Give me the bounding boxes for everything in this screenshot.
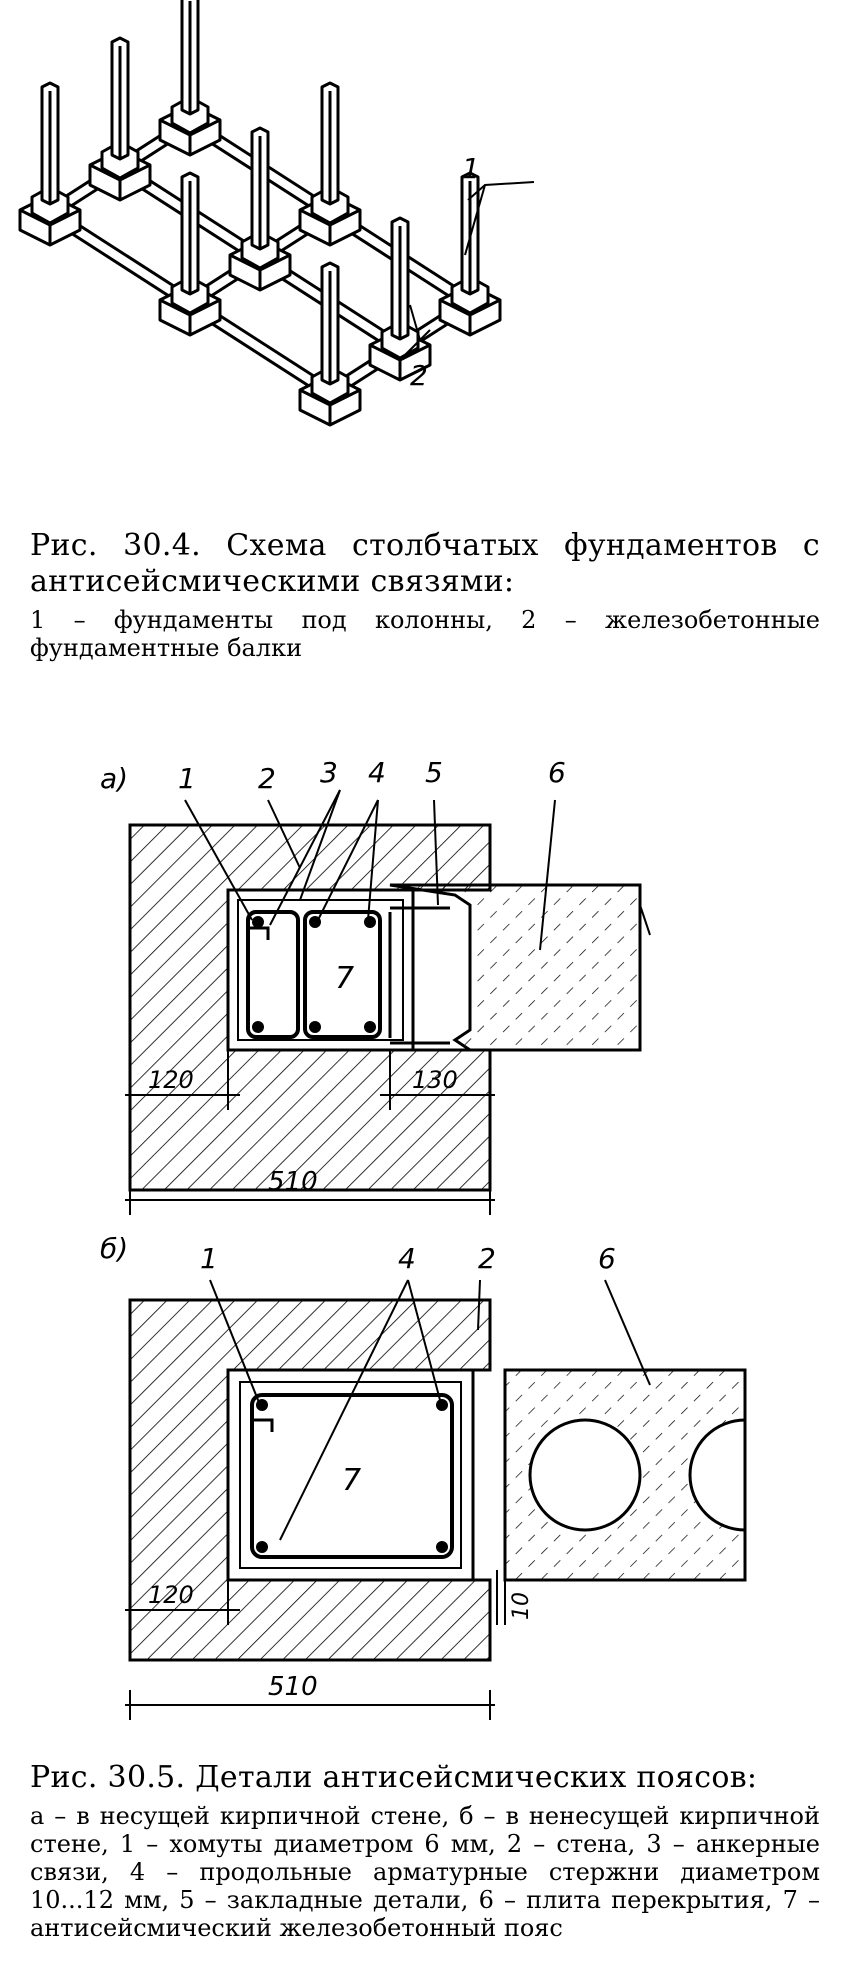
detail-a: 7 а) 1 2 3 4 5 6 12 [100,756,651,1215]
caption-title: Рис. 30.4. Схема столбчатых фундаментов … [30,528,820,599]
seismic-belt-details-diagram: 7 а) 1 2 3 4 5 6 1 2 [100,756,747,1720]
caption-legend: 1 – фундаменты под колонны, 2 – железобе… [30,606,820,662]
part-b-label: б) [100,1232,128,1265]
callout-a-1: 1 [178,762,196,795]
callout-a-5: 5 [425,756,443,789]
foundation-grid-diagram: 1 2 [18,0,535,427]
dim-b-120: 120 [148,1581,194,1609]
caption-legend-2: а – в несущей кирпичной стене, б – в нен… [30,1802,820,1942]
dim-b-10: 10 [509,1592,534,1620]
callout-2: 2 [410,359,428,392]
callout-a-2: 2 [258,762,276,795]
figure-30-5-caption: Рис. 30.5. Детали антисейсмических поясо… [30,1760,820,1942]
figure-30-4-caption: Рис. 30.4. Схема столбчатых фундаментов … [30,528,820,662]
callout-b-2: 2 [478,1242,496,1275]
dim-a-130: 130 [412,1066,458,1094]
caption-title-2: Рис. 30.5. Детали антисейсмических поясо… [30,1760,758,1795]
callout-lines [399,181,535,361]
dim-b-510: 510 [268,1672,318,1702]
callout-a-6: 6 [548,756,566,789]
callout-1: 1 [462,152,480,185]
callout-b-6: 6 [598,1242,616,1275]
callout-a-3: 3 [320,756,338,789]
callout-a-4: 4 [368,756,386,789]
dim-a-510: 510 [268,1167,318,1197]
belt-label-7b: 7 [342,1463,361,1498]
detail-b: б) 7 1 4 2 6 [100,1232,747,1720]
dim-a-120: 120 [148,1066,194,1094]
belt-label-7a: 7 [335,961,354,996]
part-a-label: а) [100,762,128,795]
callout-b-4: 4 [398,1242,416,1275]
callout-b-1: 1 [200,1242,218,1275]
